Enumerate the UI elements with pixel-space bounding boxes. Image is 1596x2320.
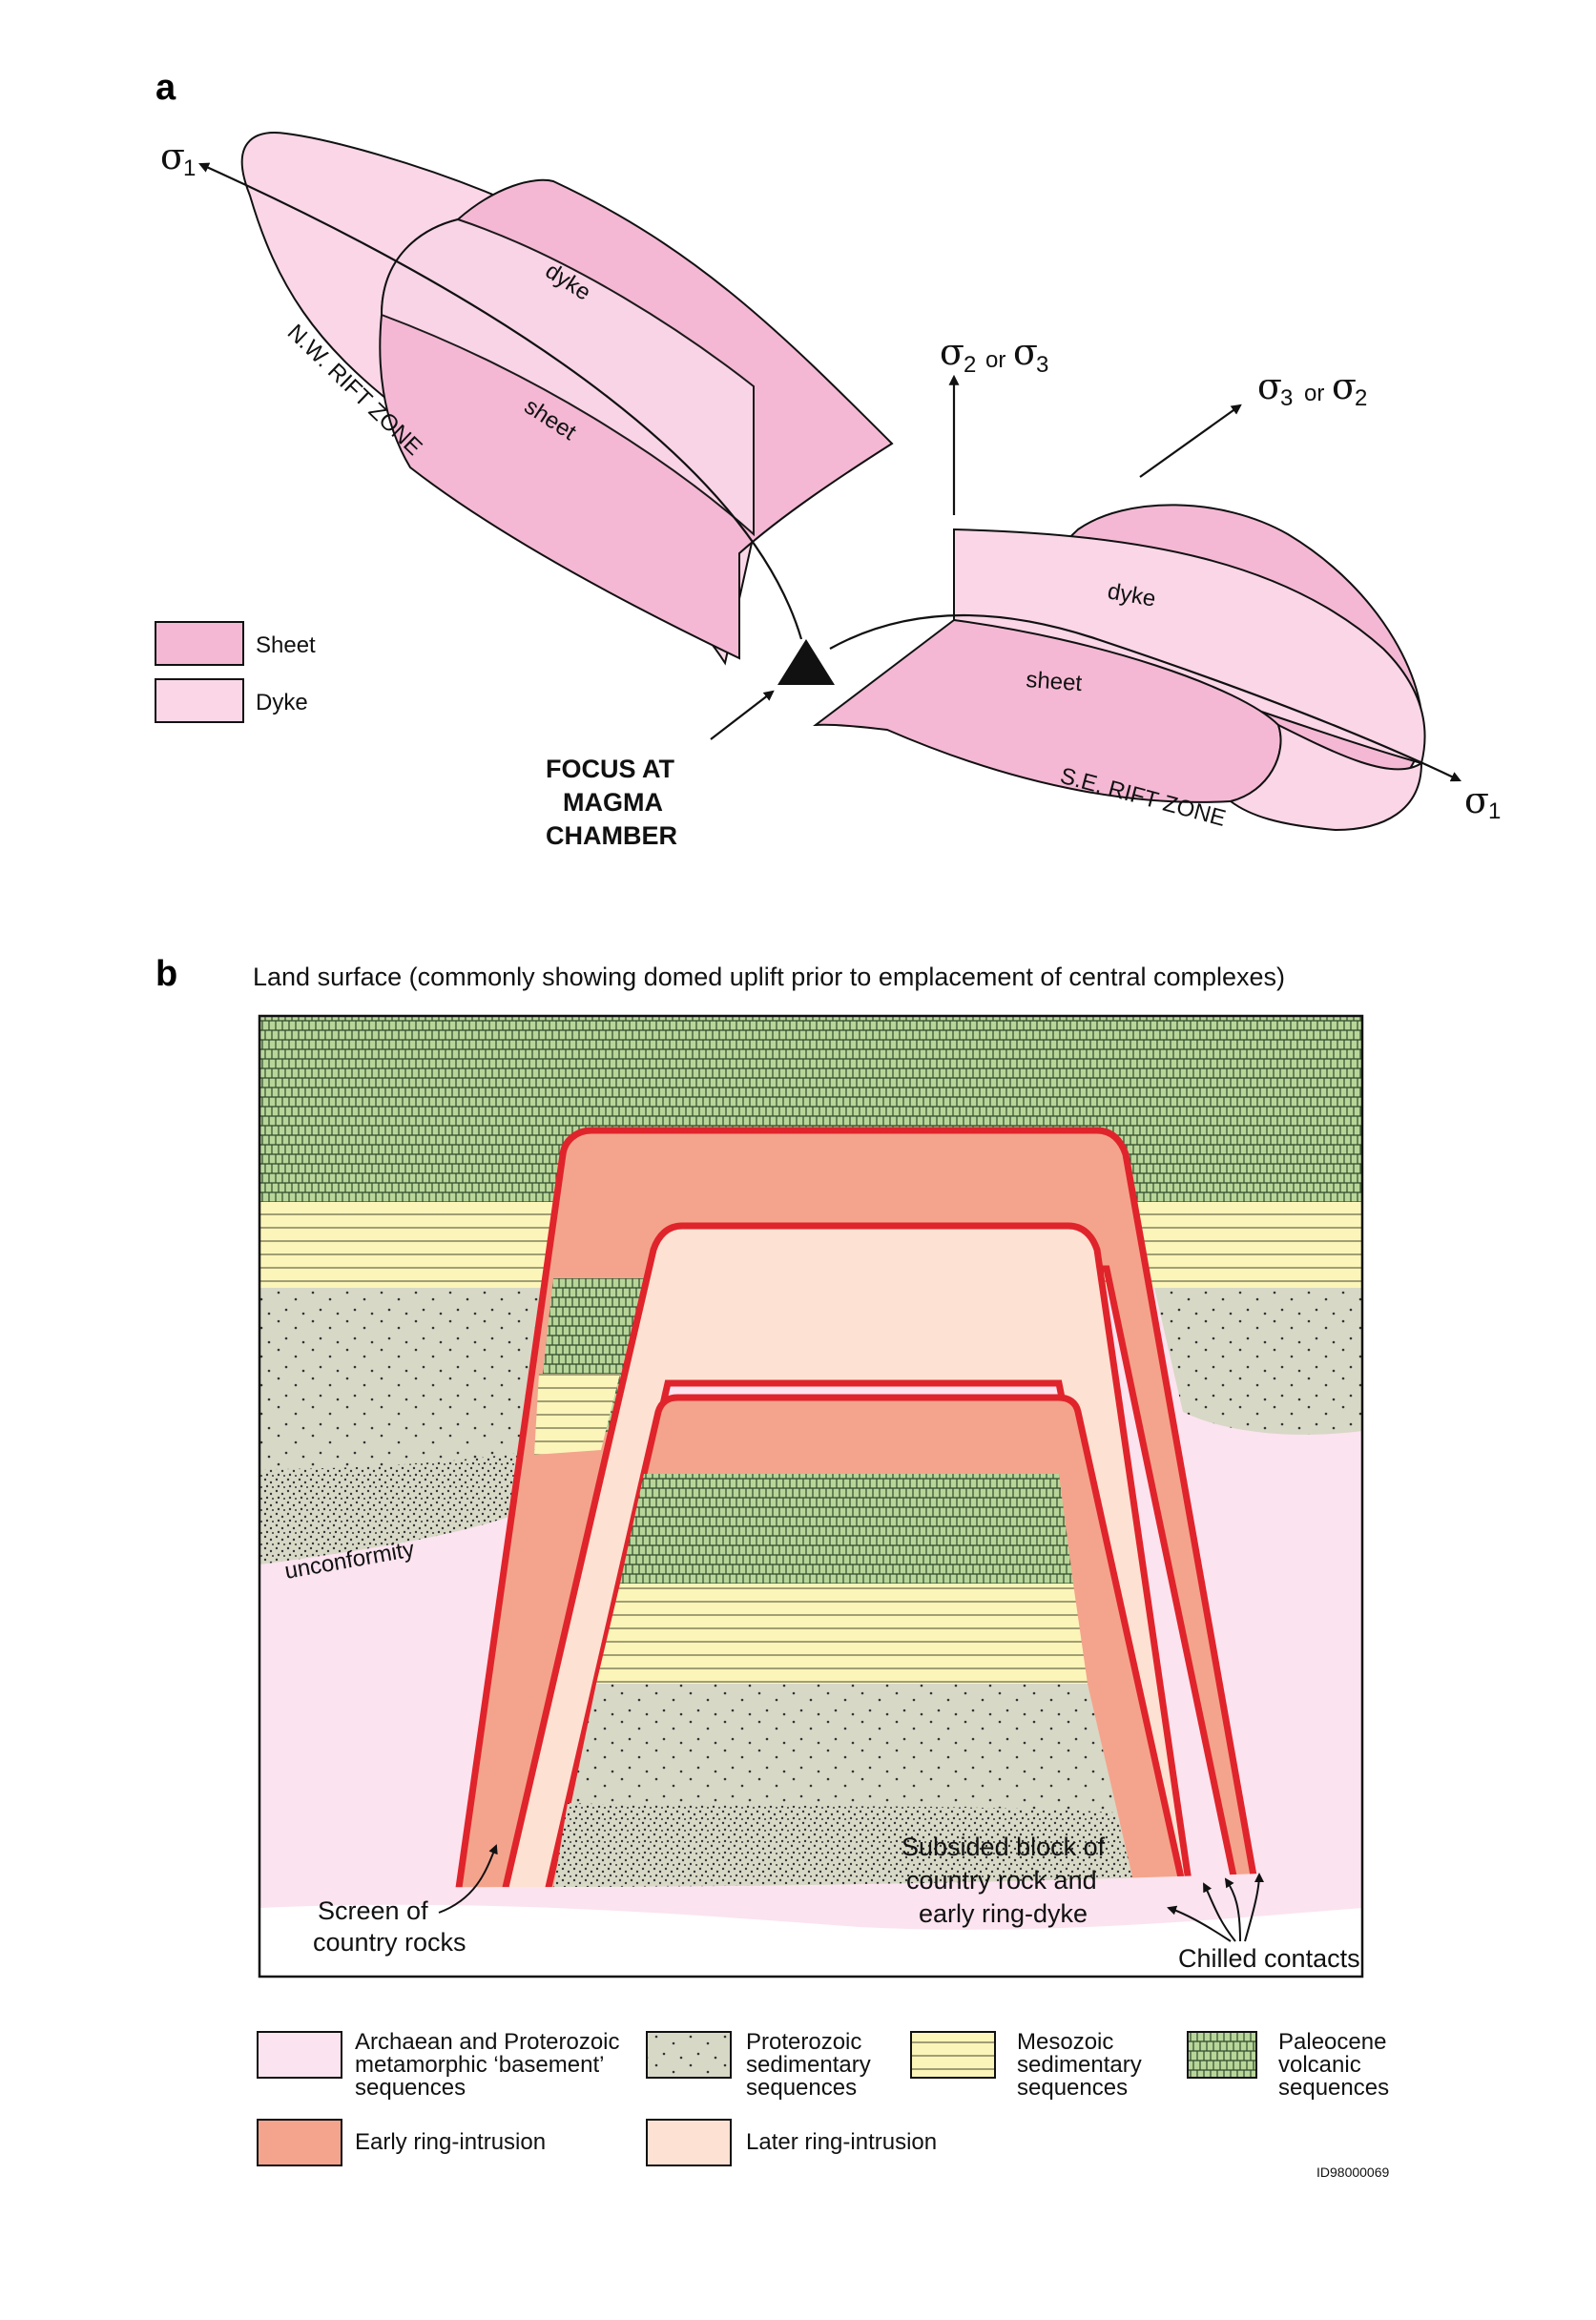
screen-arrow bbox=[438, 1844, 498, 1914]
cross-section bbox=[259, 1016, 1362, 1977]
se-sheet-label: sheet bbox=[1026, 667, 1084, 696]
focus-arrow bbox=[710, 690, 775, 740]
chilled-contacts-label: Chilled contacts bbox=[1178, 1944, 1360, 1973]
nw-sigma1-axis bbox=[197, 162, 803, 640]
legend-proterozoic-line2: sedimentary bbox=[746, 2052, 871, 2078]
legend-proterozoic-line1: Proterozoic bbox=[746, 2029, 861, 2055]
legend-mesozoic-line3: sequences bbox=[1017, 2075, 1128, 2101]
sigma-vertical-label: σ 2 or σ 3 bbox=[940, 331, 1048, 378]
sigma1-nw-symbol: σ bbox=[160, 135, 185, 177]
focus-triangle-icon bbox=[777, 639, 835, 685]
screen-label-line1: Screen of bbox=[318, 1896, 428, 1925]
sigma-right-or: or bbox=[1304, 381, 1324, 406]
sigma-right-b-symbol: σ bbox=[1332, 365, 1357, 407]
focus-line-2: MAGMA bbox=[563, 788, 663, 817]
legend-volcanic-line3: sequences bbox=[1278, 2075, 1389, 2101]
legend-later-label: Later ring-intrusion bbox=[746, 2129, 937, 2155]
se-sigma1-axis bbox=[829, 613, 1461, 782]
subsided-label-line3: early ring-dyke bbox=[919, 1899, 1088, 1928]
sigma-diagonal-label: σ 3 or σ 2 bbox=[1257, 365, 1367, 411]
legend-mesozoic-swatch bbox=[910, 2031, 996, 2079]
lower-boundary bbox=[259, 1904, 1362, 1977]
inner-mesozoic bbox=[596, 1584, 1088, 1684]
legend-proterozoic-line3: sequences bbox=[746, 2075, 857, 2101]
legend-proterozoic-swatch bbox=[646, 2031, 732, 2079]
inner-proterozoic-dense bbox=[553, 1803, 1135, 1889]
sigma1-se-symbol: σ bbox=[1464, 779, 1489, 821]
legend-a-sheet-label: Sheet bbox=[256, 632, 316, 658]
legend-mesozoic-line1: Mesozoic bbox=[1017, 2029, 1113, 2055]
legend-basement-line1: Archaean and Proterozoic bbox=[355, 2029, 620, 2055]
sigma-right-a-sub: 3 bbox=[1280, 385, 1293, 411]
panel-a-letter: a bbox=[155, 68, 176, 108]
panel-b-letter: b bbox=[155, 954, 177, 994]
legend-b: Archaean and Proterozoic metamorphic ‘ba… bbox=[257, 2029, 1389, 2166]
legend-later-swatch bbox=[646, 2119, 732, 2166]
legend-a: Sheet Dyke bbox=[155, 621, 316, 723]
legend-mesozoic-line2: sedimentary bbox=[1017, 2052, 1142, 2078]
sigma-right-a-symbol: σ bbox=[1257, 365, 1282, 407]
focus-line-1: FOCUS AT bbox=[546, 755, 674, 783]
proterozoic-layer-right bbox=[1154, 1288, 1362, 1435]
sigma-up-b-sub: 3 bbox=[1036, 352, 1048, 378]
legend-basement-line2: metamorphic ‘basement’ bbox=[355, 2052, 604, 2078]
subsided-label-line2: country rock and bbox=[906, 1866, 1097, 1895]
sigma-up-or: or bbox=[985, 347, 1005, 373]
legend-early-swatch bbox=[257, 2119, 342, 2166]
legend-basement-swatch bbox=[257, 2031, 342, 2079]
legend-a-dyke-swatch bbox=[155, 678, 244, 723]
sigma1-nw-sub: 1 bbox=[183, 155, 196, 181]
sigma-right-b-sub: 2 bbox=[1355, 385, 1367, 411]
nw-dyke-strip bbox=[380, 218, 755, 537]
sigma-diagonal-arrow bbox=[1139, 404, 1242, 478]
subsided-label-line1: Subsided block of bbox=[902, 1833, 1106, 1861]
figure-id: ID98000069 bbox=[1316, 2165, 1390, 2180]
sigma-up-b-symbol: σ bbox=[1013, 331, 1038, 373]
proterozoic-dense-left bbox=[259, 1450, 539, 1564]
legend-a-dyke-label: Dyke bbox=[256, 690, 308, 715]
land-surface-caption: Land surface (commonly showing domed upl… bbox=[253, 963, 1285, 991]
legend-basement-line3: sequences bbox=[355, 2075, 466, 2101]
screen-label-line2: country rocks bbox=[313, 1928, 466, 1957]
sigma-up-a-sub: 2 bbox=[964, 352, 976, 378]
sigma1-se-sub: 1 bbox=[1488, 798, 1501, 824]
sigma-up-a-symbol: σ bbox=[940, 331, 964, 373]
legend-volcanic-line1: Paleocene bbox=[1278, 2029, 1386, 2055]
legend-volcanic-swatch bbox=[1187, 2031, 1257, 2079]
cross-section-frame bbox=[258, 1014, 1364, 1978]
chilled-contact-arrows bbox=[1167, 1873, 1264, 1942]
focus-line-3: CHAMBER bbox=[546, 821, 677, 850]
legend-a-sheet-swatch bbox=[155, 621, 244, 666]
inner-volcanic bbox=[620, 1474, 1073, 1584]
legend-volcanic-line2: volcanic bbox=[1278, 2052, 1361, 2078]
subsided-mesozoic bbox=[534, 1374, 620, 1455]
legend-early-label: Early ring-intrusion bbox=[355, 2129, 546, 2155]
